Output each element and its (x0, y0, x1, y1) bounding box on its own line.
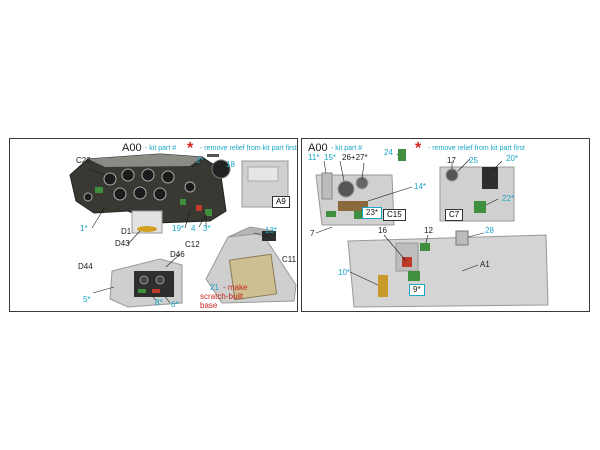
label-c11: C11 (282, 255, 297, 264)
label-4: 4 (191, 224, 196, 233)
label-10: 10* (338, 268, 351, 277)
label-c7: C7 (445, 209, 464, 221)
gauge (184, 181, 196, 193)
label-c23: C23 (76, 156, 91, 165)
label-9: 9* (409, 284, 425, 296)
part-12 (420, 243, 430, 251)
label-11: 11* (308, 153, 320, 162)
label-d1: D1 (121, 227, 132, 236)
panel-light (180, 199, 186, 205)
part-28 (455, 230, 469, 246)
header-relief-note: - remove relief from kit part first (428, 145, 525, 152)
gauge (83, 192, 93, 202)
label-3: 3* (203, 224, 211, 233)
asterisk-icon: * (187, 140, 194, 157)
label-28: 28 (485, 226, 494, 235)
make-note-line2: scratch-built (200, 292, 244, 301)
right-panel-artwork (315, 149, 549, 308)
label-26-27: 26+27* (342, 153, 368, 162)
panel-light (196, 205, 202, 211)
gauge (121, 168, 135, 182)
map-decal (228, 253, 278, 301)
gauge (103, 172, 117, 186)
gauge (113, 187, 127, 201)
label-20: 20* (506, 154, 519, 163)
part-9 (408, 271, 420, 281)
part-22 (474, 201, 486, 213)
gauge (141, 168, 155, 182)
part-10 (378, 275, 388, 297)
label-13: 13* (265, 226, 278, 235)
label-a9: A9 (272, 196, 290, 208)
label-d44: D44 (78, 262, 93, 271)
label-c12: C12 (185, 240, 200, 249)
right-instruction-panel: A00 - kit part # * - remove relief from … (301, 138, 590, 312)
gauge (133, 186, 147, 200)
label-1: 1* (80, 224, 88, 233)
label-14: 14* (414, 182, 427, 191)
header-relief-note: - remove relief from kit part first (200, 145, 297, 152)
header-kit-note: - kit part # (145, 145, 177, 152)
part-20 (482, 167, 498, 189)
gauge (161, 170, 175, 184)
label-21: 21 (210, 283, 219, 292)
label-c15: C15 (383, 209, 406, 221)
instrument-panel (69, 153, 227, 224)
label-24: 24 (384, 148, 393, 157)
gauge (153, 187, 167, 201)
left-instruction-panel: A00 - kit part # * - remove relief from … (9, 138, 298, 312)
control-wheel (337, 180, 355, 198)
lever-assembly (338, 201, 368, 211)
label-22: 22* (502, 194, 515, 203)
label-19: 19* (172, 224, 185, 233)
part-16 (402, 257, 412, 267)
console-instruments (134, 271, 174, 297)
asterisk-icon: * (415, 140, 422, 157)
label-15: 15* (324, 153, 337, 162)
label-a1: A1 (480, 260, 490, 269)
header-kit-note: - kit part # (331, 145, 363, 152)
inset-gauge (211, 159, 231, 179)
seat-instrument (262, 231, 276, 241)
label-6: 6* (171, 300, 179, 309)
label-12: 12 (424, 226, 433, 235)
label-5: 5* (83, 295, 91, 304)
label-17: 17 (447, 156, 456, 165)
label-7: 7 (310, 229, 315, 238)
label-16: 16 (378, 226, 387, 235)
make-note-line1: - make (223, 283, 248, 292)
label-d46: D46 (170, 250, 185, 259)
label-8: 8* (155, 298, 163, 307)
header-code: A00 (308, 142, 328, 154)
make-note-line3: base (200, 301, 218, 310)
gunsight-glass (137, 226, 157, 232)
label-25: 25 (469, 156, 478, 165)
label-d43: D43 (115, 239, 130, 248)
label-23: 23* (362, 207, 383, 219)
panel-light (95, 187, 103, 193)
left-panel-artwork (69, 153, 297, 308)
label-2: 2* (196, 156, 204, 165)
inset-bracket (207, 154, 219, 157)
label-18: 18 (226, 160, 235, 169)
header-code: A00 (122, 142, 142, 154)
panel-light (205, 209, 212, 216)
panel-coaming (88, 154, 202, 167)
part-24 (398, 149, 406, 161)
